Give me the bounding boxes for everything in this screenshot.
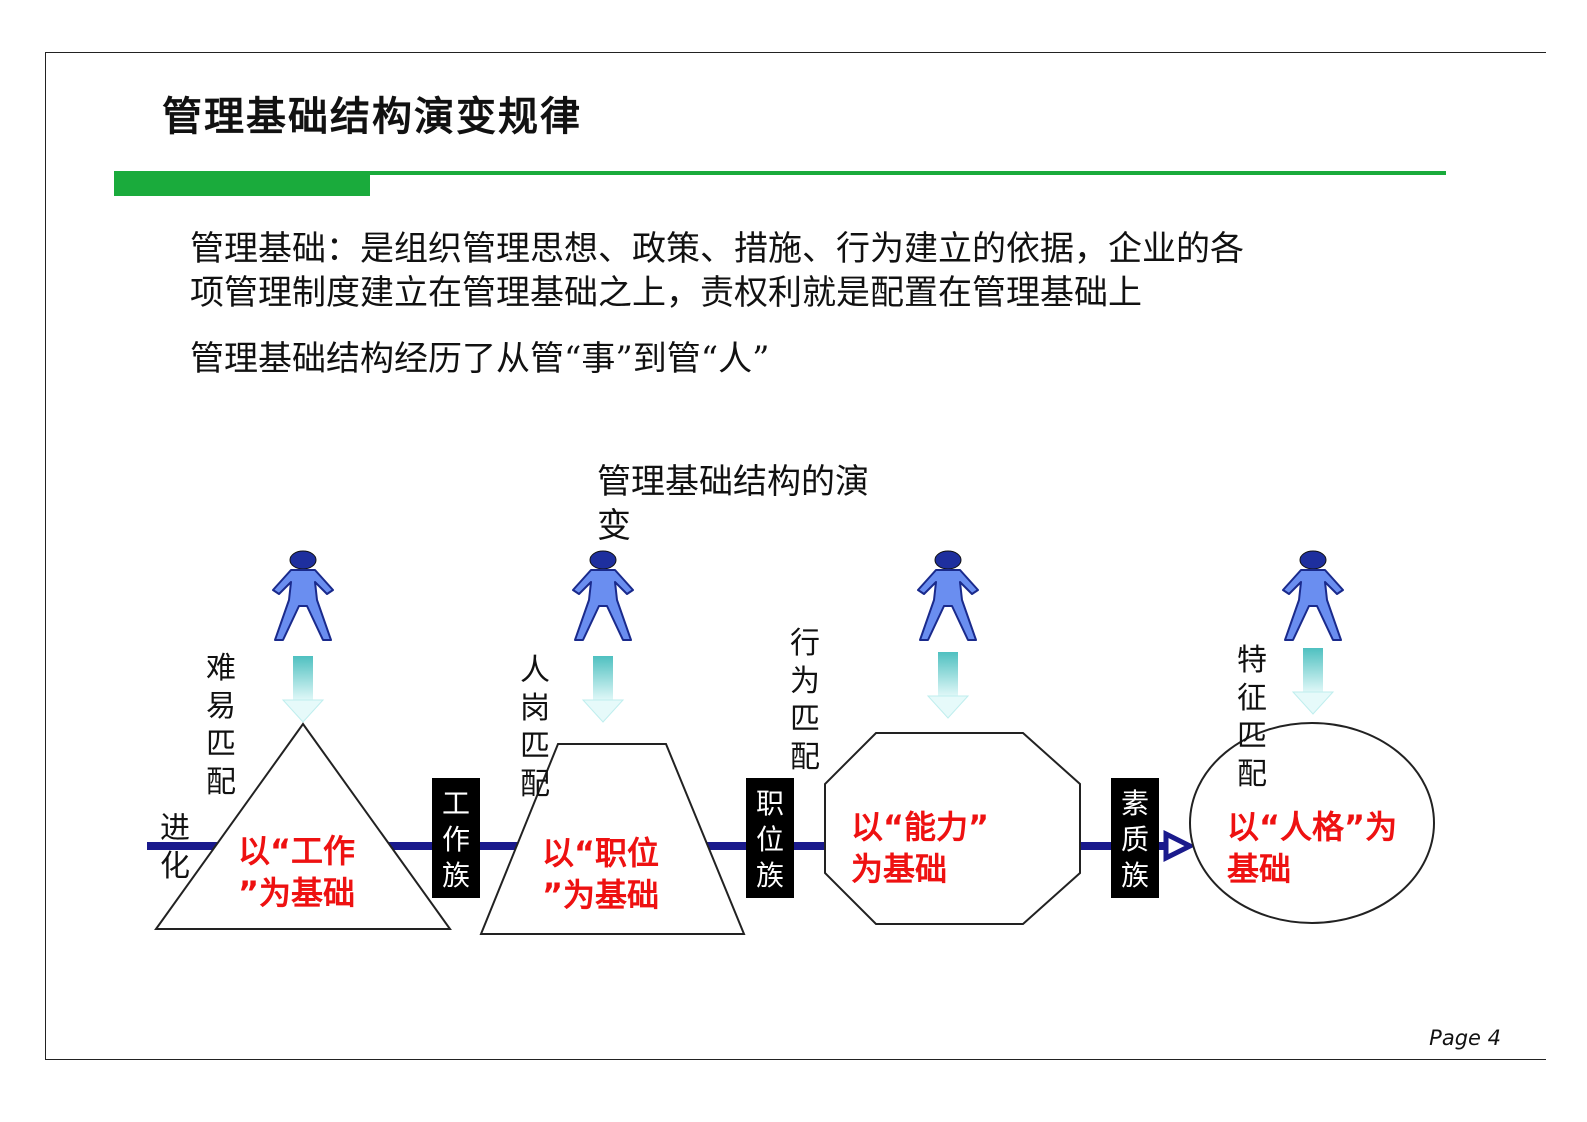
stage-shape-octagon [824,732,1081,925]
definition-line-1: 管理基础：是组织管理思想、政策、措施、行为建立的依据，企业的各 [190,229,1244,269]
title-underline [114,171,1446,175]
stage-text-1: 以“工作 ”为基础 [238,832,356,912]
connector-tag-3: 素 质 族 [1111,778,1159,898]
diagram-caption: 管理基础结构的演 变 [597,460,907,548]
match-label-2: 人 岗 匹 配 [520,653,550,802]
stage-text-4: 以“人格”为 基础 [1227,808,1398,888]
down-arrow-icon [582,655,624,723]
match-label-4: 特 征 匹 配 [1237,643,1267,792]
down-arrow-icon [1292,647,1334,715]
stage-shape-trapezoid [479,743,746,935]
stage-text-3: 以“能力” 为基础 [851,808,990,888]
definition-line-2: 项管理制度建立在管理基础之上，责权利就是配置在管理基础上 [190,273,1142,313]
person-icon [917,550,979,641]
down-arrow-icon [282,655,324,723]
person-icon [272,550,334,641]
connector-tag-1: 工 作 族 [432,778,480,898]
match-label-1: 难 易 匹 配 [206,651,236,800]
down-arrow-icon [927,651,969,719]
page-title: 管理基础结构演变规律 [162,93,582,140]
axis-label: 进 化 [160,811,190,884]
slide-frame [45,52,1546,1060]
page-number: Page 4 [1429,1026,1501,1050]
person-icon [572,550,634,641]
evolution-summary: 管理基础结构经历了从管“事”到管“人” [190,339,770,379]
match-label-3: 行 为 匹 配 [790,626,820,775]
stage-shape-ellipse [1189,722,1435,924]
connector-tag-2: 职 位 族 [746,778,794,898]
person-icon [1282,550,1344,641]
diagram-caption-line-2: 变 [597,506,631,546]
stage-text-2: 以“职位 ”为基础 [542,834,660,914]
title-underline-accent [114,174,370,196]
stage-shape-triangle [154,722,452,930]
diagram-caption-line-1: 管理基础结构的演 [597,462,869,502]
